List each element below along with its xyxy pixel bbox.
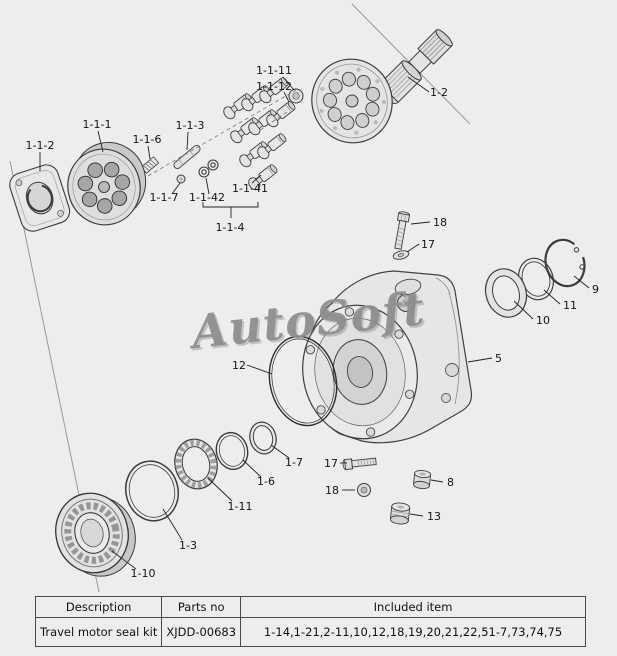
part-bolt-mid — [342, 457, 377, 471]
callout-1-1-42: 1-1-42 — [189, 191, 225, 204]
part-valve-plate — [311, 58, 393, 144]
part-washer-pair — [198, 159, 219, 178]
part-washer-small — [176, 174, 186, 184]
part-plug-8 — [413, 470, 432, 490]
callout-1-3: 1-3 — [179, 539, 197, 552]
callout-11: 11 — [563, 299, 577, 312]
exploded-parts-diagram: 1-1-11 1-1-12 1-2 1-1-1 1-1-6 1-1-3 1-1-… — [9, 3, 599, 593]
parts-table-header-row: Description Parts no Included item — [34, 596, 587, 618]
callout-13: 13 — [427, 510, 441, 523]
part-cylinder-block — [67, 141, 147, 226]
callout-1-1-6: 1-1-6 — [133, 133, 162, 146]
assembly-axis-lines — [147, 89, 297, 177]
parts-table: Description Parts no Included item Trave… — [34, 596, 587, 647]
part-bolt-top — [394, 211, 411, 250]
part-motor-housing — [302, 270, 473, 444]
callout-1-1-11: 1-1-11 — [256, 64, 292, 77]
callout-18-top: 18 — [433, 216, 447, 229]
part-spring — [140, 156, 160, 174]
part-oring-10 — [484, 268, 528, 318]
callout-1-6: 1-6 — [257, 475, 275, 488]
col-header-parts-no: Parts no — [161, 596, 242, 618]
callout-labels: 1-1-11 1-1-12 1-2 1-1-1 1-1-6 1-1-3 1-1-… — [26, 64, 599, 580]
callout-1-1-4: 1-1-4 — [216, 221, 245, 234]
cell-included-item: 1-14,1-21,2-11,10,12,18,19,20,21,22,51-7… — [240, 617, 587, 647]
callout-1-1-7: 1-1-7 — [150, 191, 179, 204]
leader-lines — [39, 76, 590, 570]
callout-1-1-12: 1-1-12 — [256, 80, 292, 93]
part-plug-13 — [389, 502, 411, 525]
callout-17-mid: 17 — [324, 457, 338, 470]
callout-1-2: 1-2 — [430, 86, 448, 99]
cell-description: Travel motor seal kit — [34, 617, 163, 647]
part-plug-18 — [357, 483, 371, 497]
callout-1-10: 1-10 — [131, 567, 156, 580]
col-header-description: Description — [34, 596, 163, 618]
col-header-included-item: Included item — [240, 596, 587, 618]
callout-18-mid: 18 — [325, 484, 339, 497]
cell-parts-no: XJDD-00683 — [161, 617, 242, 647]
callout-9: 9 — [592, 283, 599, 296]
callout-10: 10 — [536, 314, 550, 327]
callout-12: 12 — [232, 359, 246, 372]
callout-1-1-3: 1-1-3 — [176, 119, 205, 132]
bracket-1-1-4 — [202, 202, 259, 218]
part-ring-1-7 — [249, 421, 277, 455]
part-pin — [173, 145, 201, 169]
callout-17-top: 17 — [421, 238, 435, 251]
part-ring-1-3 — [124, 460, 180, 522]
part-rear-flange — [9, 164, 71, 232]
callout-1-11: 1-11 — [228, 500, 253, 513]
part-ring-1-6 — [215, 431, 249, 471]
part-seal — [268, 335, 338, 427]
callout-1-7: 1-7 — [285, 456, 303, 469]
part-bearing-1-10 — [55, 492, 136, 577]
callout-8: 8 — [447, 476, 454, 489]
callout-1-1-41: 1-1-41 — [232, 182, 268, 195]
callout-1-1-2: 1-1-2 — [26, 139, 55, 152]
part-bearing-1-11 — [174, 438, 218, 490]
callout-5: 5 — [495, 352, 502, 365]
parts-table-row: Travel motor seal kit XJDD-00683 1-14,1-… — [34, 617, 587, 647]
part-washer-top — [392, 250, 410, 260]
callout-1-1-1: 1-1-1 — [83, 118, 112, 131]
